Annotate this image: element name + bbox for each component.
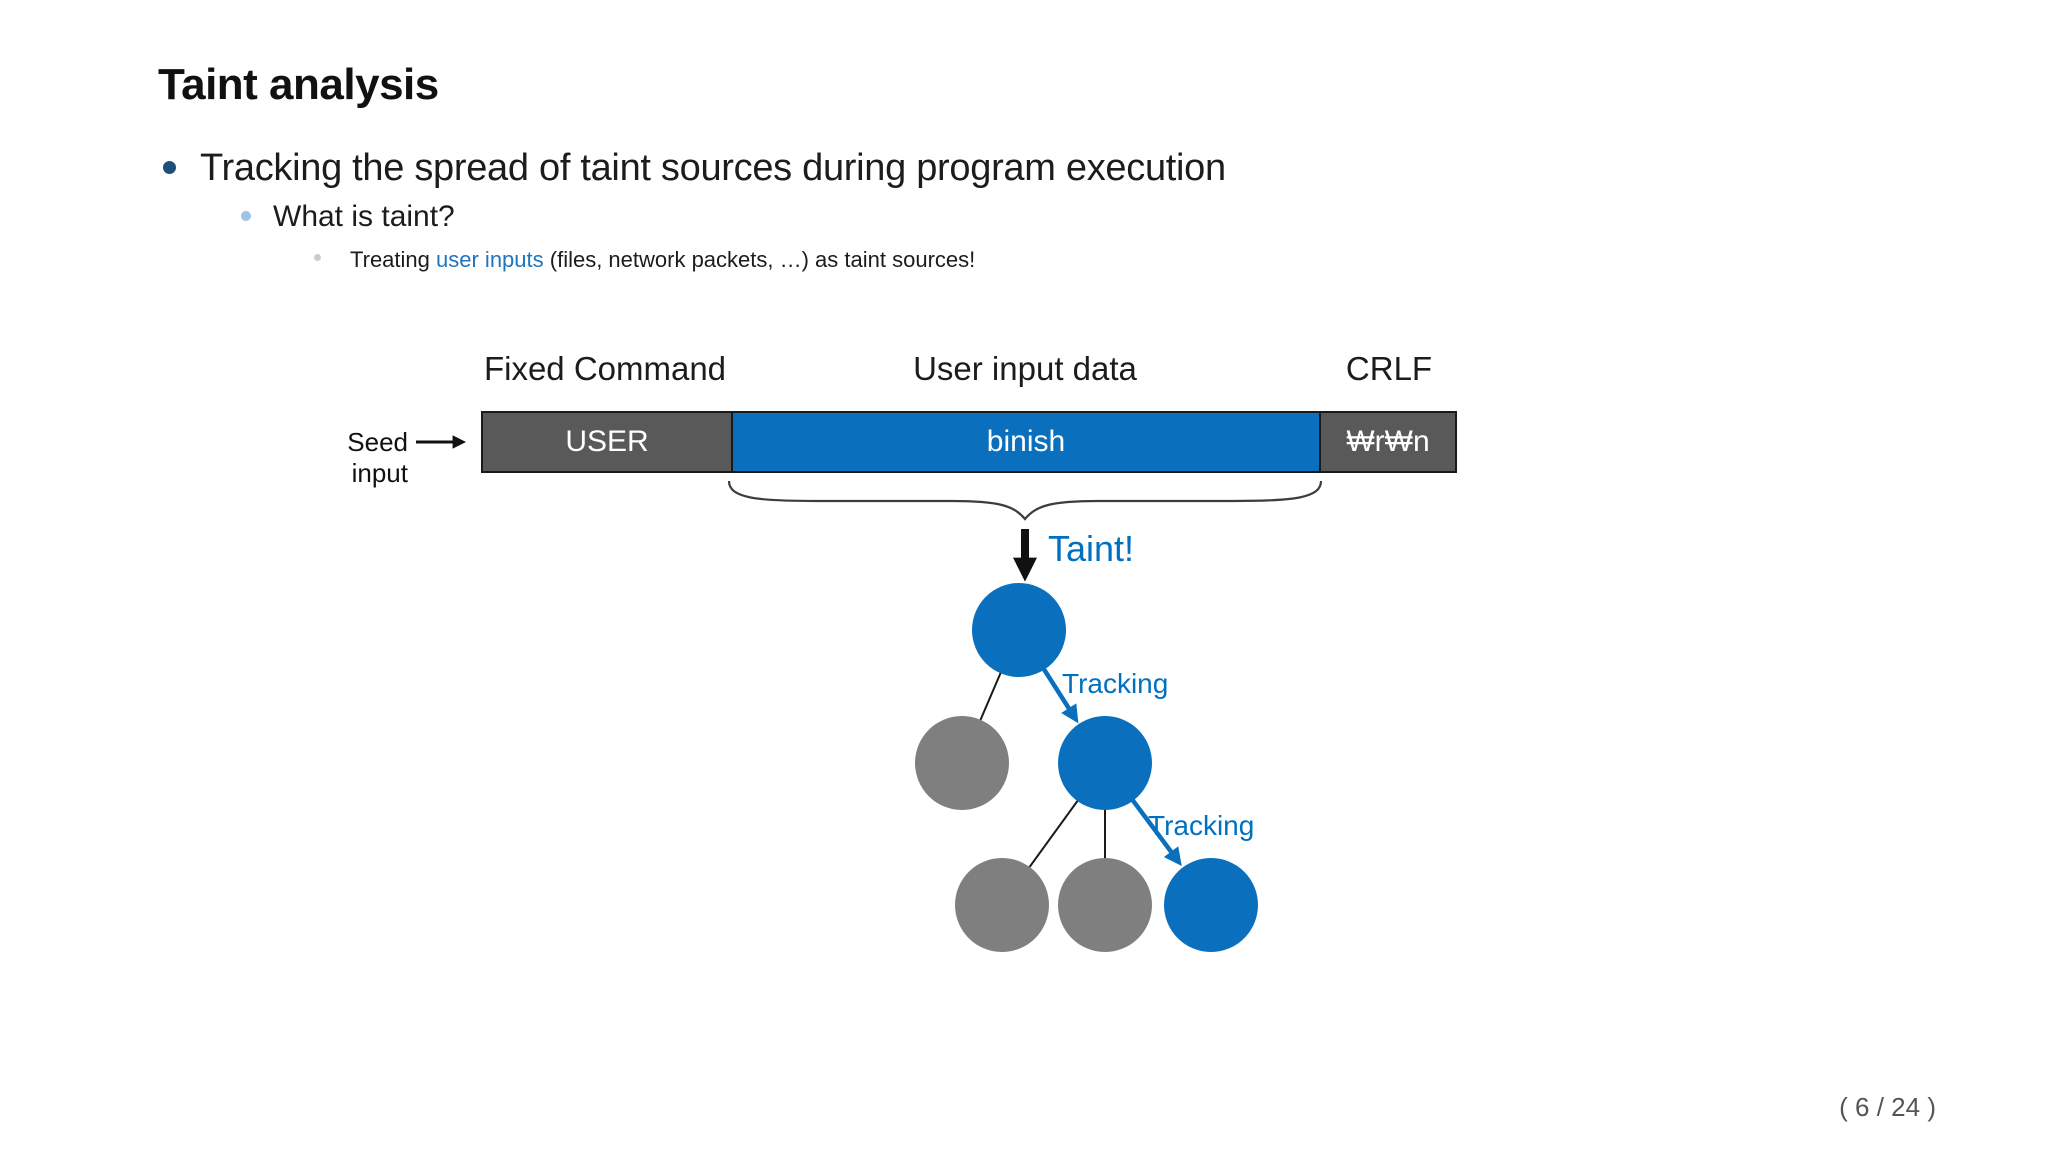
tracking-label-2: Tracking: [1148, 810, 1255, 841]
label-user-input-data: User input data: [913, 350, 1137, 387]
node-root-tainted: [972, 583, 1066, 677]
page-indicator: ( 6 / 24 ): [1839, 1092, 1936, 1122]
label-crlf: CRLF: [1345, 350, 1433, 387]
taint-label: Taint!: [1048, 528, 1135, 569]
bullet-level3-prefix: Treating: [350, 247, 437, 272]
bar-segment-crlf: ₩r₩n: [1321, 413, 1455, 471]
bar-segment-fixed-command: USER: [483, 413, 731, 471]
bar-segment-user-input: binish: [731, 413, 1321, 471]
node-tainted-l3: [1164, 858, 1258, 952]
tracking-label-1: Tracking: [1062, 668, 1169, 699]
bullet-dot-level2: [241, 211, 251, 221]
seed-input-label: Seed input: [347, 427, 408, 488]
bullet-level1: Tracking the spread of taint sources dur…: [200, 147, 1226, 189]
brace-icon: [727, 480, 1323, 521]
tree-nodes: [915, 583, 1258, 952]
bullet-level2: What is taint?: [273, 200, 455, 233]
bullet-level3-highlight: user inputs: [436, 247, 544, 272]
bullet-dot-level3: [314, 254, 321, 261]
node-tainted-l2: [1058, 716, 1152, 810]
bullet-level3-suffix: (files, network packets, …) as taint sou…: [543, 247, 976, 272]
edge-node-to-gray-left: [1001, 762, 1106, 906]
page-title: Taint analysis: [158, 60, 439, 109]
label-fixed-command: Fixed Command: [483, 350, 727, 387]
bullet-level3: Treating user inputs (files, network pac…: [350, 246, 975, 274]
node-gray-l3-left: [955, 858, 1049, 952]
edge-root-to-gray: [961, 629, 1020, 764]
bullet-dot-level1: [163, 161, 176, 174]
node-gray-l2: [915, 716, 1009, 810]
input-byte-bar: USER binish ₩r₩n: [481, 411, 1457, 473]
node-gray-l3-mid: [1058, 858, 1152, 952]
